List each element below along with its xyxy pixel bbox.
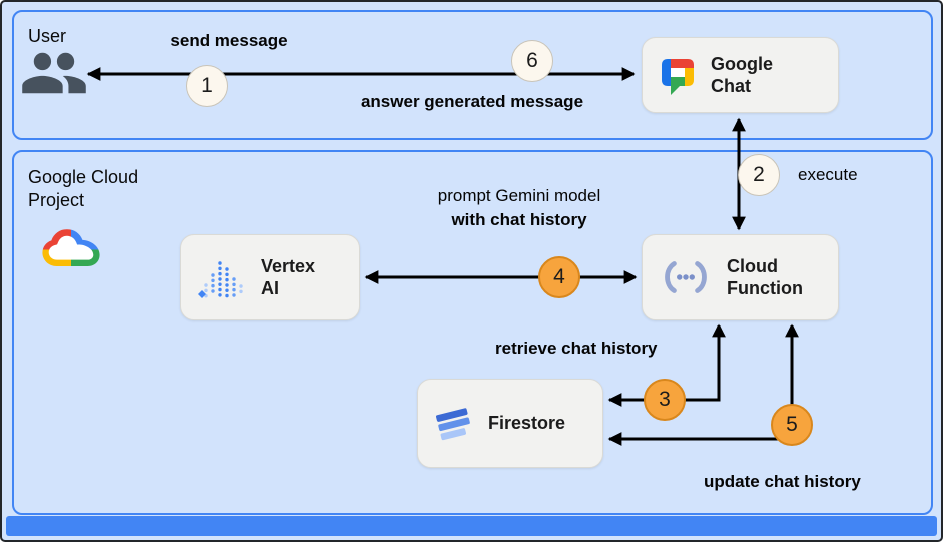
user-zone-label: User [28,26,67,46]
execute-label: execute [798,165,858,184]
cloud-function-label: Cloud Function [727,255,803,299]
vertex-ai-logo [198,261,243,298]
user-zone [12,10,933,140]
step-6-badge: 6 [511,40,553,82]
google-cloud-project-zone [12,150,933,515]
google-cloud-project-label: Google Cloud Project [28,166,138,213]
send-message-label: send message [170,31,288,50]
project-label-line2: Project [28,190,85,211]
footer-bar [6,516,937,536]
cloud-functions-logo [665,261,707,293]
project-label-line1: Google Cloud [28,167,139,187]
step-2-badge: 2 [738,154,780,196]
firestore-logo [436,407,470,440]
step-5-badge: 5 [771,404,813,446]
update-chat-history-label: update chat history [704,472,861,491]
answer-generated-message-label: answer generated message [360,92,584,111]
vertex-ai-label: Vertex AI [261,255,316,299]
google-cloud-logo [42,229,100,266]
vertex-ai-node: Vertex AI [180,234,360,320]
google-chat-label: Google Chat [711,53,773,97]
step-4-badge: 4 [538,256,580,298]
prompt-gemini-label-line2: with chat history [451,210,587,229]
step-3-badge: 3 [644,379,686,421]
people-icon [22,52,86,94]
retrieve-chat-history-label: retrieve chat history [495,339,658,358]
cloud-function-node: Cloud Function [642,234,839,320]
step-1-badge: 1 [186,65,228,107]
firestore-label: Firestore [488,413,566,434]
google-chat-node: Google Chat [642,37,839,113]
google-chat-logo [662,59,694,95]
prompt-gemini-label-line1: prompt Gemini model [437,186,601,205]
firestore-node: Firestore [417,379,603,468]
